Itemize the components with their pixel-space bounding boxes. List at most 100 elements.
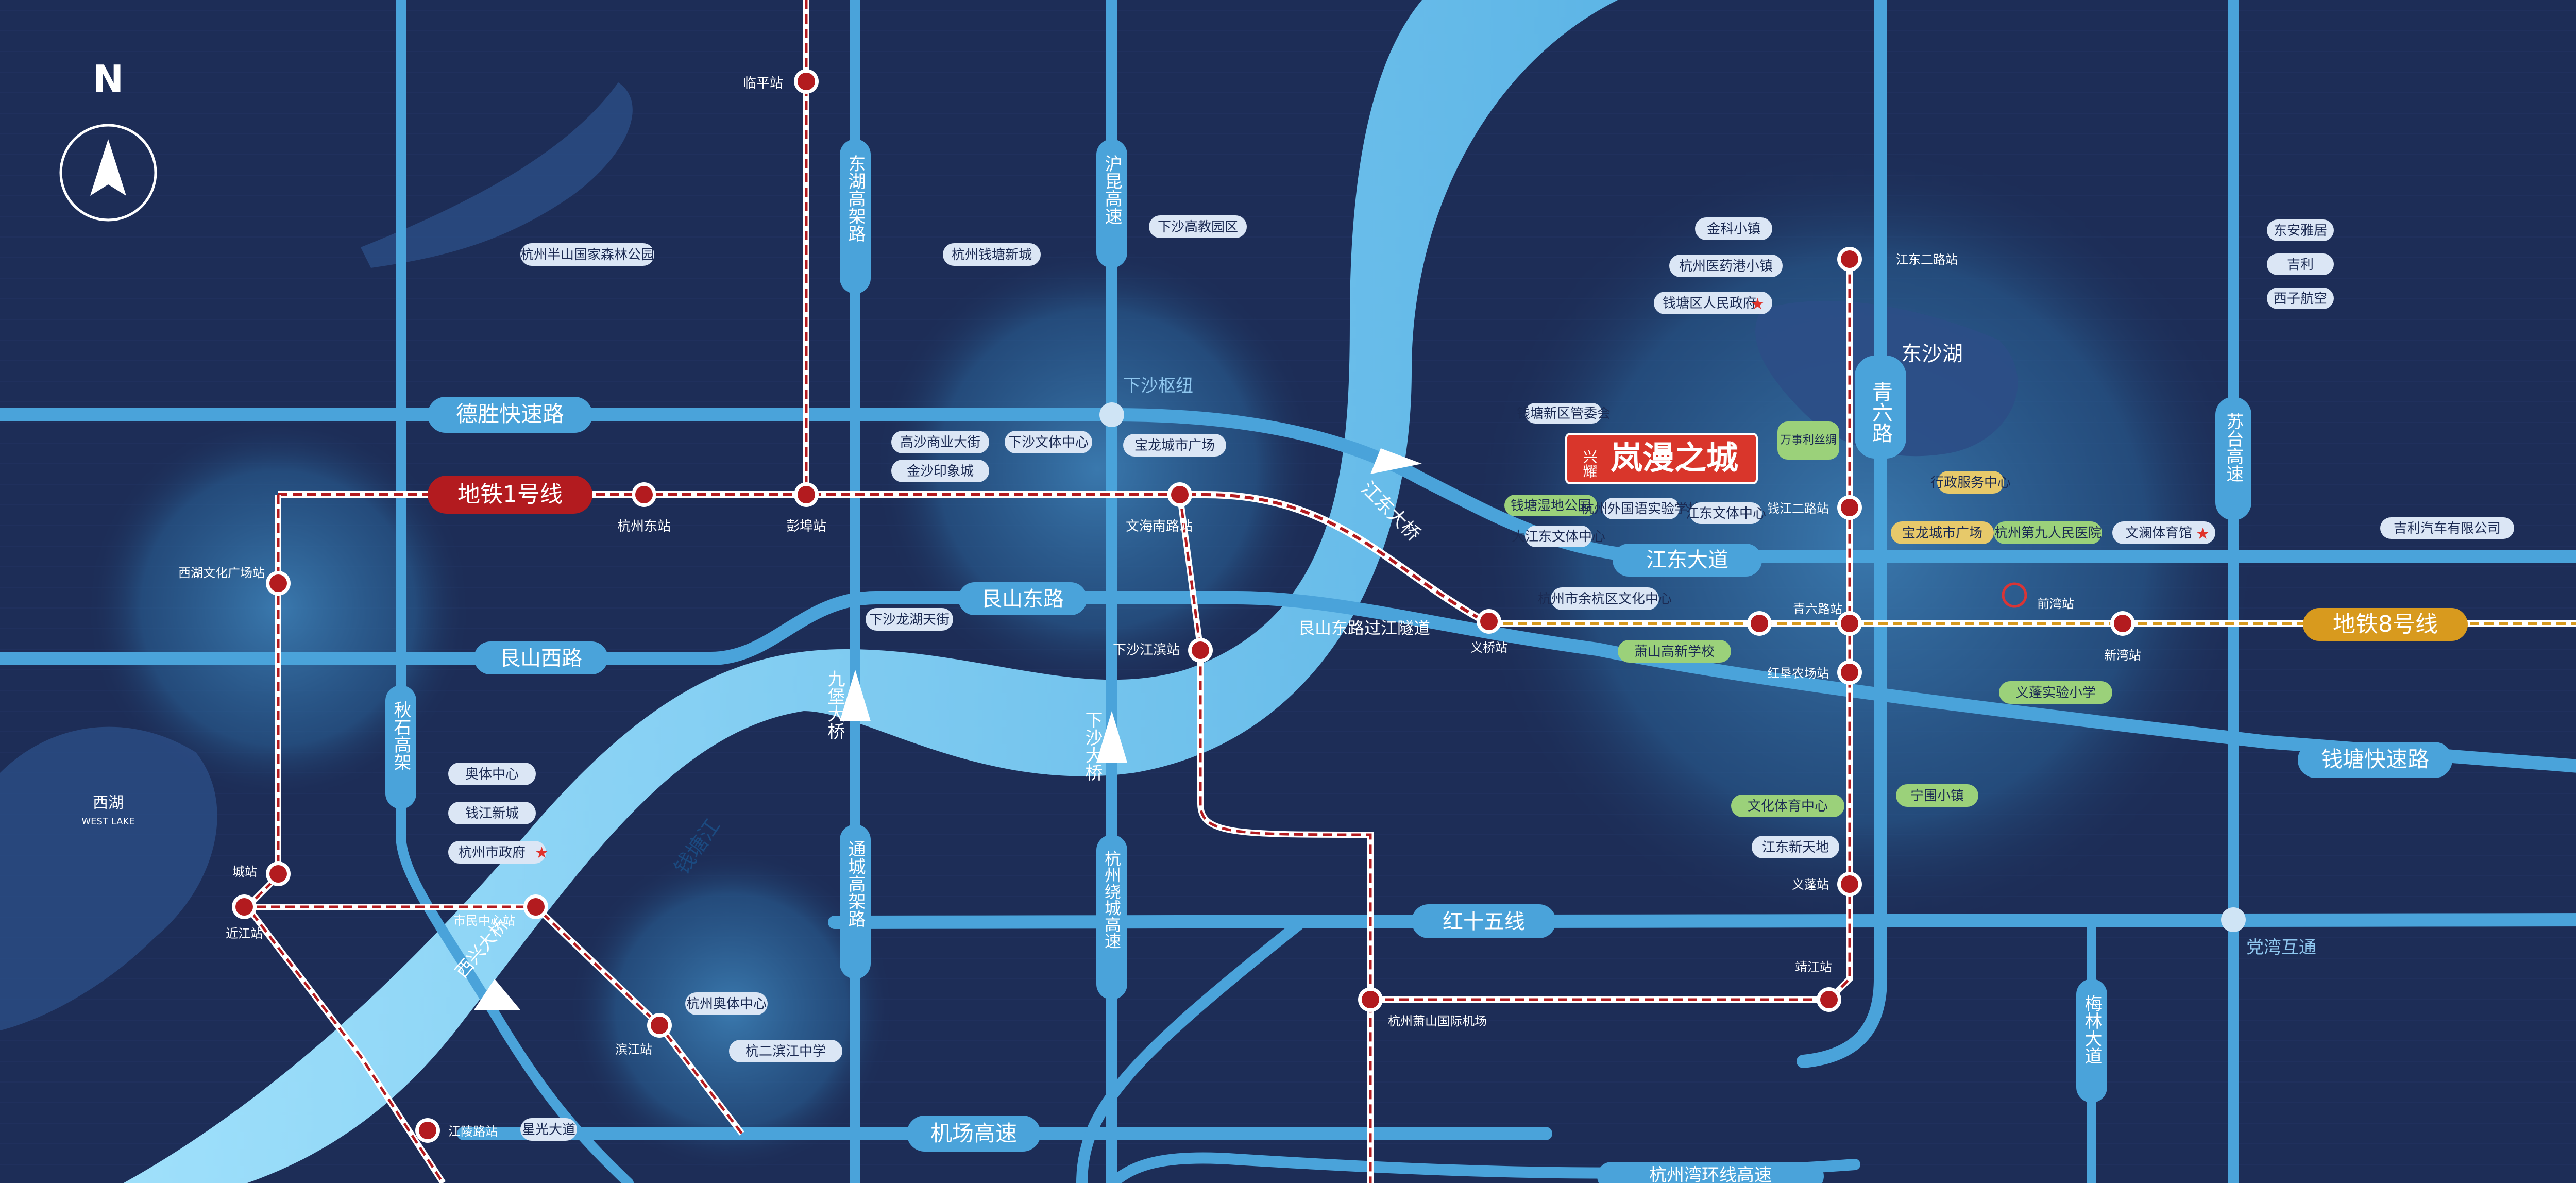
project-label-box	[1565, 433, 1758, 484]
poi-far-right: 东安雅居 吉利 西子航空 吉利汽车有限公司	[2267, 219, 2514, 539]
hangzhou-bay-label: 杭州湾环线高速	[1649, 1165, 1772, 1183]
metro-stations: 临平站 杭州东站 彭埠站 文海南路站 下沙江滨站 西湖文化广场站 城站 近江站	[178, 69, 2141, 1143]
tongcheng-pill	[840, 824, 871, 979]
xiasha-hub-label: 下沙枢纽	[1123, 376, 1193, 396]
qingliu-pill	[1855, 356, 1906, 459]
svg-text:临平站: 临平站	[743, 76, 783, 91]
raocheng-pill	[1096, 835, 1127, 1000]
poi-xiasha-edu: 下沙高教园区	[1158, 219, 1238, 235]
station-qingliu: 青六路站	[1747, 602, 1842, 636]
svg-text:新湾站: 新湾站	[2104, 648, 2141, 663]
project-brand: 兴耀	[1581, 449, 1598, 478]
station-civic-center: 市民中心站	[453, 894, 548, 928]
poi-geely-auto: 吉利汽车有限公司	[2394, 521, 2501, 536]
poi-right: 金科小镇 杭州医药港小镇 钱塘区人民政府 ★ 钱塘新区管委会 万事利丝绸 钱塘湿…	[1504, 217, 2215, 858]
poi-star-avenue: 星光大道	[522, 1122, 575, 1138]
xiasha-bridge-label: 下沙大桥	[1082, 711, 1103, 781]
station-xinwan: 新湾站	[2104, 611, 2141, 663]
metro8-pill	[2303, 608, 2468, 641]
jiubao-bridge-label: 九堡大桥	[824, 670, 845, 740]
qiantang-river	[124, 0, 1618, 1183]
svg-text:滨江站: 滨江站	[615, 1042, 652, 1057]
poi-committee: 钱塘新区管委会	[1517, 406, 1611, 421]
genshan-east-label: 艮山东路	[981, 587, 1064, 611]
compass: N	[59, 57, 157, 222]
poi-xiaoshan-school: 萧山高新学校	[1634, 644, 1715, 660]
bridge-xiasha-glyph	[1096, 711, 1127, 763]
svg-text:市民中心站: 市民中心站	[453, 914, 515, 928]
station-qianjiang2: 钱江二路站	[1767, 495, 1862, 520]
svg-text:西湖文化广场站: 西湖文化广场站	[178, 566, 265, 580]
huyu-label: 沪昆高速	[1101, 155, 1122, 225]
station-xiasha-jiangbin: 下沙江滨站	[1113, 638, 1213, 663]
qiantang-label: 钱塘快速路	[2321, 747, 2429, 772]
poi-district-gov: 钱塘区人民政府	[1663, 296, 1756, 311]
halo-project	[1463, 139, 2267, 943]
meilin-label: 梅林大道	[2081, 994, 2102, 1064]
svg-text:钱江二路站: 钱江二路站	[1767, 501, 1829, 516]
qiushi-pill	[385, 685, 416, 809]
station-hangzhou-east: 杭州东站	[617, 482, 671, 534]
hongshiwu-pill	[1412, 904, 1556, 938]
poi-city-gov-star-icon: ★	[535, 844, 549, 862]
station-qianwan: 前湾站	[2002, 582, 2074, 611]
west-lake-shape	[0, 726, 217, 1030]
station-hongken: 红垦农场站	[1767, 660, 1862, 685]
xiasha-hub-icon	[1099, 402, 1124, 427]
genshan-east-pill	[958, 582, 1087, 615]
poi-gaosha: 高沙商业大街	[900, 435, 980, 450]
station-jiangdong2: 江东二路站	[1837, 247, 1958, 272]
poi-district-gov-star-icon: ★	[1751, 295, 1765, 313]
donghu-label: 东湖高架路	[845, 155, 866, 242]
poi-donganyaju: 东安雅居	[2274, 223, 2327, 239]
poi-xiasha-culture: 下沙文体中心	[1008, 435, 1089, 450]
poi-qianjiang-new: 钱江新城	[465, 806, 519, 821]
road-labels: 德胜快速路 地铁1号线 地铁8号线 艮山东路 艮山西路 江东大道 钱塘快速路 红…	[385, 139, 2468, 1183]
poi-culture-center: 杭州市余杭区文化中心	[1538, 592, 1672, 607]
poi-jiangdong-new: 江东新天地	[1762, 840, 1829, 855]
sutai-label: 苏台高速	[2223, 412, 2244, 482]
project-name: 岚漫之城	[1611, 439, 1738, 477]
dongsha-lake-label: 东沙湖	[1901, 342, 1963, 366]
poi-ningwei: 宁围小镇	[1910, 788, 1964, 804]
project-label: 兴耀 岚漫之城	[1565, 433, 1758, 484]
poi-olympic: 奥体中心	[465, 767, 519, 782]
station-pengbu: 彭埠站	[786, 482, 826, 534]
station-yipeng: 义蓬站	[1792, 872, 1862, 897]
svg-text:文海南路站: 文海南路站	[1126, 519, 1193, 534]
hubs: 下沙枢纽 党湾互通	[1099, 376, 2316, 958]
poi-baolong-right: 宝龙城市广场	[1902, 526, 1982, 541]
jiangdong-pill	[1613, 544, 1762, 577]
poi-wetland: 钱塘湿地公园	[1511, 498, 1591, 514]
metro-xiasha-dash	[1178, 494, 1372, 1183]
bridge-jiangdong-glyph	[1370, 448, 1422, 474]
poi-pharma: 杭州医药港小镇	[1679, 259, 1773, 274]
genshan-tunnel-label: 艮山东路过江隧道	[1298, 618, 1430, 638]
poi-jiangdong-culture: 江东文体中心	[1686, 506, 1766, 521]
station-jingjiang-2: 靖江站	[1795, 960, 1841, 1012]
donghu-pill	[840, 139, 871, 294]
metro1-pill	[428, 476, 592, 514]
compass-arrow-icon	[90, 139, 126, 196]
airport-pill	[907, 1116, 1041, 1152]
poi-hang2-school: 杭二滨江中学	[745, 1044, 826, 1059]
poi-olympic-center: 杭州奥体中心	[686, 996, 767, 1012]
station-yiqiao: 义桥站	[1470, 609, 1507, 655]
poi-city-gov: 杭州市政府	[459, 845, 526, 860]
poi-longhu: 下沙龙湖天街	[869, 612, 950, 628]
west-lake-label: 西湖	[93, 794, 124, 812]
svg-text:江东二路站: 江东二路站	[1896, 252, 1958, 267]
genshan-west-label: 艮山西路	[500, 647, 582, 670]
poi-banshan: 杭州半山国家森林公园	[520, 247, 654, 263]
genshan-west-pill	[474, 641, 608, 674]
poi-jinke: 金科小镇	[1707, 222, 1760, 237]
station-jinjiang: 近江站	[226, 894, 263, 941]
poi-xizi: 西子航空	[2274, 291, 2327, 307]
dangwan-hub-label: 党湾互通	[2246, 937, 2316, 958]
airport-label: 机场高速	[930, 1121, 1017, 1146]
metro-civic-dash	[242, 905, 743, 1135]
station-wenhai: 文海南路站	[1126, 482, 1193, 534]
svg-text:杭州东站: 杭州东站	[617, 519, 671, 534]
